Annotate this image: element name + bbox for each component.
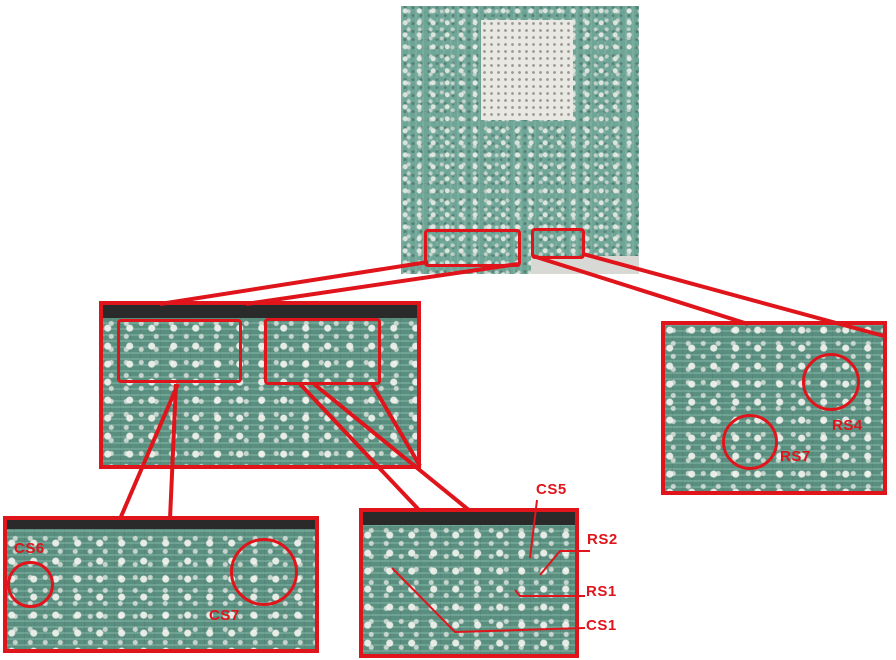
circle-cs6 [7,561,54,608]
highlight-box-right-main [531,228,585,259]
label-rs7: RS7 [780,448,811,465]
label-rs2: RS2 [587,531,618,548]
panel-top-edge [4,517,318,529]
connector-line [159,260,429,306]
label-cs1: CS1 [586,617,617,634]
label-rs1: RS1 [586,583,617,600]
zoom-panel-bottom-middle-frame [359,508,579,658]
highlight-box-left-main [424,229,521,267]
panel-top-edge [100,302,420,318]
circle-rs4 [802,353,860,411]
zoom-panel-left-frame [99,301,421,469]
circle-rs7 [722,414,778,470]
label-rs4: RS4 [832,417,863,434]
panel-top-edge [360,509,578,525]
zoom-panel-right [662,322,886,494]
board-grid-area [481,20,573,120]
label-cs5: CS5 [536,481,567,498]
label-cs6: CS6 [14,540,45,557]
highlight-box-sub-right [264,318,381,385]
label-cs7: CS7 [209,607,240,624]
highlight-box-sub-left [117,319,242,383]
zoom-panel-right-frame [661,321,887,495]
circle-cs7 [230,538,298,606]
zoom-panel-bottom-left-frame [3,516,319,653]
